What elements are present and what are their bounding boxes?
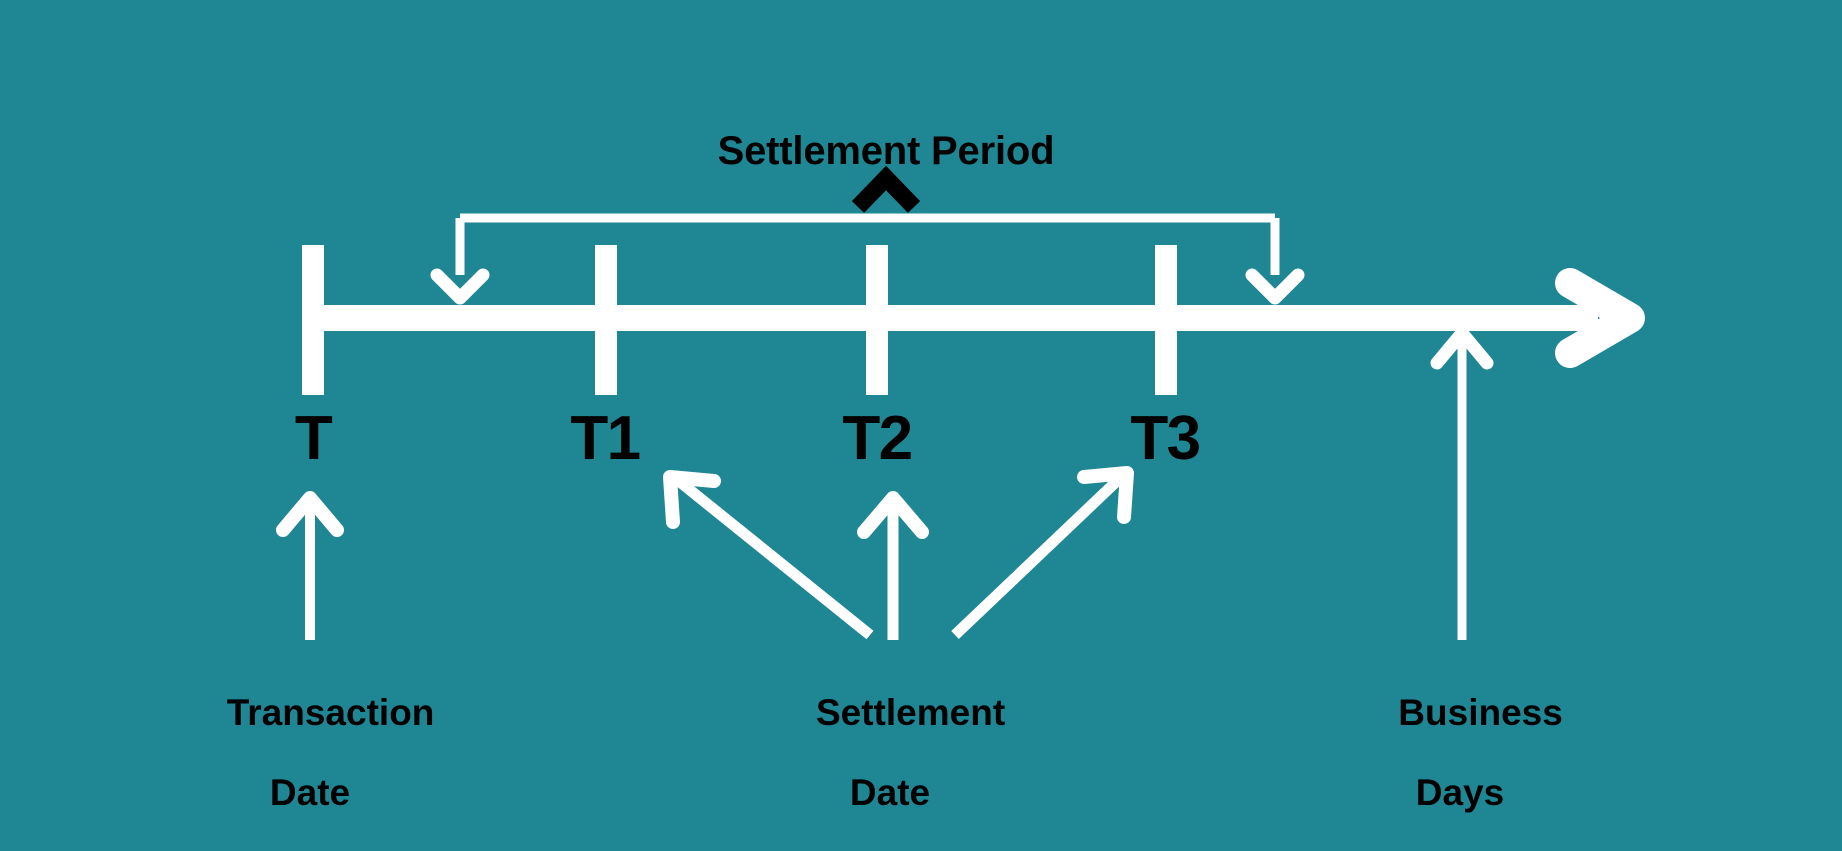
timeline-axis bbox=[313, 268, 1645, 368]
diagram-title: Settlement Period bbox=[717, 129, 1055, 173]
settlement-period-bracket bbox=[430, 165, 1305, 305]
tick-label-t: T bbox=[294, 404, 333, 473]
business-days-arrow bbox=[1430, 326, 1494, 640]
tick-mark-t1 bbox=[595, 245, 617, 395]
tick-mark-t bbox=[302, 245, 324, 395]
annotation-settlement-date-line2: Date bbox=[849, 771, 931, 813]
annotation-business-days-line1: Business bbox=[1398, 691, 1563, 733]
annotation-transaction-date-line1: Transaction bbox=[226, 691, 435, 733]
settlement-date-arrows bbox=[663, 466, 1134, 640]
tick-label-t1: T1 bbox=[570, 404, 641, 473]
business-days-arrowhead-icon bbox=[1430, 326, 1494, 370]
annotation-transaction-date: Transaction Date bbox=[110, 653, 510, 851]
annotation-business-days-line2: Days bbox=[1415, 771, 1505, 813]
settlement-arrow-t3-shaft bbox=[951, 476, 1122, 639]
annotation-settlement-date: Settlement Date bbox=[690, 653, 1090, 851]
settlement-arrow-t3-head-icon bbox=[1077, 466, 1134, 524]
tick-mark-t3 bbox=[1155, 245, 1177, 395]
tick-label-t3: T3 bbox=[1130, 404, 1201, 473]
settlement-arrow-t1-shaft bbox=[676, 477, 874, 640]
timeline-ticks bbox=[302, 245, 1177, 395]
bracket-left-arrow-icon bbox=[430, 268, 490, 305]
transaction-date-arrow bbox=[276, 491, 344, 640]
annotation-business-days: Business Days bbox=[1260, 653, 1660, 851]
transaction-date-arrowhead-icon bbox=[276, 491, 344, 537]
tick-mark-t2 bbox=[866, 245, 888, 395]
annotation-transaction-date-line2: Date bbox=[269, 771, 351, 813]
timeline-arrowhead-icon bbox=[1555, 268, 1645, 368]
tick-label-t2: T2 bbox=[842, 404, 913, 473]
bracket-right-arrow-icon bbox=[1245, 268, 1305, 305]
settlement-arrow-t1-head-icon bbox=[663, 470, 721, 529]
annotation-settlement-date-line1: Settlement bbox=[815, 691, 1006, 733]
bracket-caret-icon bbox=[851, 165, 921, 213]
settlement-arrow-t2-head-icon bbox=[857, 491, 929, 539]
